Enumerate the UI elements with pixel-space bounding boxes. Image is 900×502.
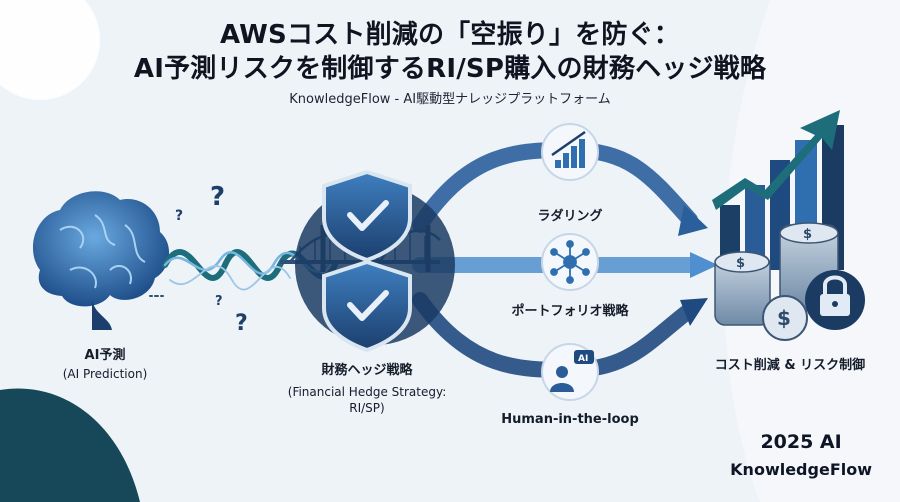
footer-year: 2025 AI	[760, 431, 842, 453]
ai-prediction-title: AI予測	[84, 348, 126, 363]
title-line-1: AWSコスト削減の「空振り」を防ぐ：	[220, 20, 680, 50]
flow-arrowhead-middle	[690, 252, 718, 278]
hedge-strategy-label: 財務ヘッジ戦略 (Financial Hedge Strategy: RI/SP…	[272, 359, 462, 416]
flow-arrowhead-bottom	[680, 298, 708, 326]
hedge-strategy-subtitle-2: RI/SP)	[349, 401, 385, 415]
svg-text:$: $	[803, 227, 812, 242]
result-label: コスト削減 & リスク制御	[714, 358, 866, 373]
svg-text:?: ?	[210, 182, 225, 212]
ai-prediction-subtitle: (AI Prediction)	[62, 367, 148, 381]
portfolio-label: ポートフォリオ戦略	[511, 304, 629, 319]
flow-arrowhead-top	[678, 205, 708, 236]
laddering-icon-bg	[541, 123, 599, 181]
hedge-strategy-subtitle-1: (Financial Hedge Strategy:	[287, 385, 447, 399]
lock-icon	[805, 270, 865, 330]
ai-prediction-label: AI予測 (AI Prediction)	[40, 344, 170, 381]
svg-text:$: $	[736, 256, 745, 271]
svg-text:?: ?	[235, 311, 248, 336]
svg-text:AI: AI	[578, 354, 588, 364]
brain-icon	[32, 191, 170, 330]
coin-stack-icon: $ $ $	[714, 222, 839, 341]
laddering-label: ラダリング	[537, 209, 603, 224]
hitl-label: Human-in-the-loop	[501, 412, 639, 427]
svg-text:$: $	[777, 306, 791, 330]
subtitle: KnowledgeFlow - AI駆動型ナレッジプラットフォーム	[289, 92, 611, 107]
network-icon	[550, 240, 590, 284]
bg-circle-top-left	[0, 0, 100, 100]
svg-text:?: ?	[215, 294, 223, 309]
svg-text:?: ?	[175, 208, 183, 224]
page-title: AWSコスト削減の「空振り」を防ぐ： AI予測リスクを制御するRI/SP購入の財…	[0, 18, 900, 86]
title-line-2: AI予測リスクを制御するRI/SP購入の財務ヘッジ戦略	[133, 54, 767, 84]
question-mark-icon: ? ? ? ?	[175, 182, 248, 336]
footer-brand-name: KnowledgeFlow	[730, 460, 872, 479]
bg-wave-bottom-left	[0, 388, 140, 502]
bar-chart-icon	[551, 130, 586, 168]
person-ai-icon: AI	[550, 350, 594, 392]
hedge-strategy-title: 財務ヘッジ戦略	[321, 363, 413, 378]
shield-check-icon	[322, 169, 412, 353]
footer-brand: 2025 AI KnowledgeFlow	[730, 430, 872, 482]
